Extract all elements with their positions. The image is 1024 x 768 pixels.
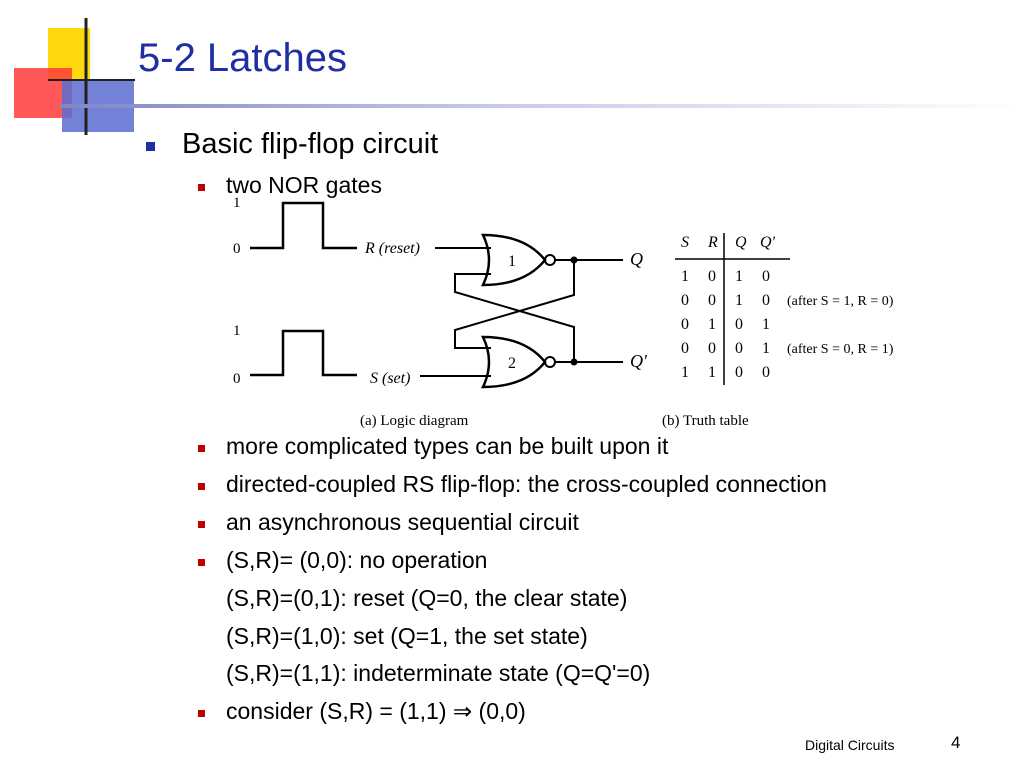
sr-state-indeterminate: (S,R)=(1,1): indeterminate state (Q=Q'=0… <box>226 660 651 686</box>
footer-course: Digital Circuits <box>805 737 895 753</box>
reset-input-label: R (reset) <box>364 240 420 257</box>
tt-cell: 0 <box>708 268 716 285</box>
rs-latch-figure: 1 0 R (reset) 1 0 S (set) 1 2 Q Q' S R Q… <box>233 195 894 429</box>
level-high-label-bottom: 1 <box>233 323 241 339</box>
level-low-label-top: 0 <box>233 241 241 257</box>
tt-cell: 0 <box>762 268 770 285</box>
bullet-square-icon <box>198 521 205 528</box>
sr-state-set: (S,R)=(1,0): set (Q=1, the set state) <box>226 623 588 649</box>
tt-header-q: Q <box>735 234 747 251</box>
bullet-square-icon <box>198 184 205 191</box>
tt-cell: 1 <box>735 268 743 285</box>
title-underline <box>60 104 1024 108</box>
tt-cell: 0 <box>681 340 689 357</box>
tt-header-s: S <box>681 234 689 251</box>
tt-cell: 0 <box>681 316 689 333</box>
bullet-square-icon <box>198 483 205 490</box>
sr-state-reset: (S,R)=(0,1): reset (Q=0, the clear state… <box>226 585 628 611</box>
tt-note-after-r1: (after S = 0, R = 1) <box>787 342 894 357</box>
tt-cell: 0 <box>762 292 770 309</box>
level-high-label-top: 1 <box>233 195 241 211</box>
qbar-output-label: Q' <box>630 351 648 371</box>
bullet-square-icon <box>146 142 155 151</box>
tt-header-qbar: Q' <box>760 234 776 251</box>
gate-2-number: 2 <box>508 355 516 372</box>
tt-cell: 0 <box>762 364 770 381</box>
set-input-label: S (set) <box>370 370 410 387</box>
set-waveform: 1 0 <box>233 323 357 387</box>
tt-cell: 1 <box>708 364 716 381</box>
caption-logic-diagram: (a) Logic diagram <box>360 413 469 429</box>
nor-gate-2: 2 <box>481 335 556 389</box>
tt-header-r: R <box>707 234 718 251</box>
tt-cell: 0 <box>708 340 716 357</box>
slide-title: 5-2 Latches <box>138 36 348 80</box>
bullet-square-icon <box>198 559 205 566</box>
tt-cell: 1 <box>762 316 770 333</box>
tt-cell: 0 <box>708 292 716 309</box>
bullet-square-icon <box>198 710 205 717</box>
tt-cell: 1 <box>708 316 716 333</box>
tt-cell: 0 <box>735 340 743 357</box>
tt-cell: 1 <box>681 364 689 381</box>
tt-cell: 1 <box>735 292 743 309</box>
page-number: 4 <box>951 733 961 752</box>
tt-cell: 0 <box>735 364 743 381</box>
tt-cell: 0 <box>735 316 743 333</box>
tt-note-after-s1: (after S = 1, R = 0) <box>787 294 894 309</box>
reset-waveform: 1 0 <box>233 195 357 257</box>
caption-truth-table: (b) Truth table <box>662 413 749 429</box>
nor-gate-1: 1 <box>481 233 556 287</box>
truth-table: S R Q Q' 1 0 1 0 0 0 1 0 (after S = 1, R… <box>681 234 894 381</box>
q-output-label: Q <box>630 249 643 269</box>
tt-cell: 1 <box>681 268 689 285</box>
level-low-label-bottom: 0 <box>233 371 241 387</box>
bullet-square-icon <box>198 445 205 452</box>
gate-1-number: 1 <box>508 253 516 270</box>
tt-cell: 0 <box>681 292 689 309</box>
tt-cell: 1 <box>762 340 770 357</box>
